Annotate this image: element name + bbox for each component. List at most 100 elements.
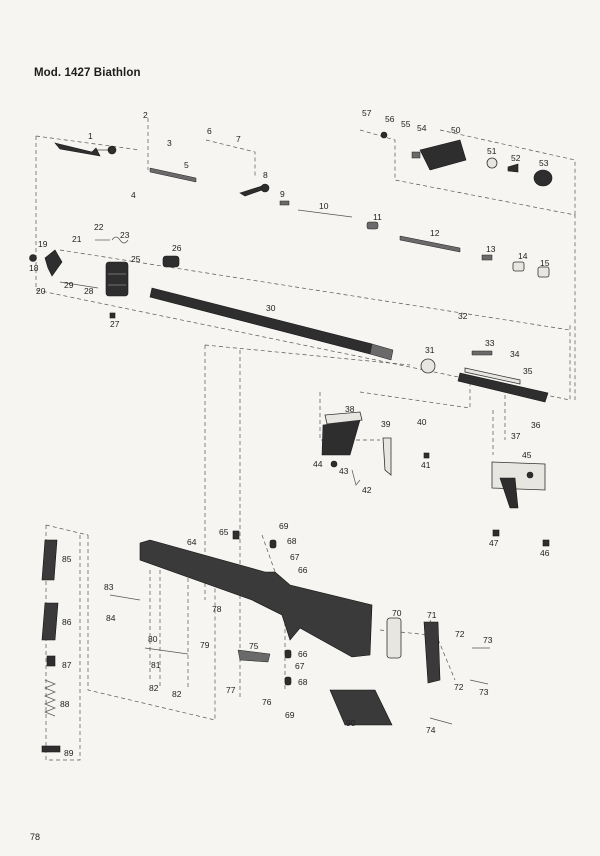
part-35-receiver [457, 367, 549, 403]
part-27-screw [109, 312, 116, 319]
callout-18: 18 [29, 263, 39, 273]
callout-31: 31 [425, 345, 435, 355]
callout-43: 43 [339, 466, 349, 476]
callout-64: 64 [187, 537, 197, 547]
part-9-pin [279, 200, 290, 206]
callout-72a: 72 [455, 629, 465, 639]
callout-85: 85 [62, 554, 72, 564]
callout-80: 80 [148, 634, 158, 644]
callout-82b: 82 [172, 689, 182, 699]
part-74-screw [429, 717, 453, 725]
callout-57: 57 [362, 108, 372, 118]
callout-29: 29 [64, 280, 74, 290]
part-39-trigger-blade [382, 437, 392, 476]
part-41-screw [423, 452, 430, 459]
callout-37: 37 [511, 431, 521, 441]
callout-40: 40 [417, 417, 427, 427]
callout-51: 51 [487, 146, 497, 156]
part-65-screw [232, 530, 240, 540]
part-80-rod [144, 647, 189, 655]
callout-12: 12 [430, 228, 440, 238]
callout-55: 55 [401, 119, 411, 129]
callout-83: 83 [104, 582, 114, 592]
callout-71: 71 [427, 610, 437, 620]
part-90-cheekpiece [329, 689, 393, 726]
callout-45: 45 [522, 450, 532, 460]
callout-70: 70 [392, 608, 402, 618]
callout-65: 65 [219, 527, 229, 537]
part-88-magazine-spring [44, 679, 56, 717]
callout-67b: 67 [295, 661, 305, 671]
callout-66b: 66 [298, 649, 308, 659]
callout-74: 74 [426, 725, 436, 735]
part-18-nut [29, 254, 37, 262]
part-52-knob [507, 163, 519, 173]
part-23-spring [111, 236, 129, 244]
callout-9: 9 [280, 189, 285, 199]
part-26-block [162, 255, 180, 268]
callout-2: 2 [143, 110, 148, 120]
callout-68b: 68 [298, 677, 308, 687]
part-87-follower [46, 655, 56, 667]
callout-27: 27 [110, 319, 120, 329]
part-38-trigger-housing [321, 411, 363, 456]
part-83-pin [109, 594, 141, 601]
callout-19: 19 [38, 239, 48, 249]
part-51-ring [486, 157, 498, 169]
part-68-bushing [269, 539, 277, 549]
callout-50: 50 [451, 125, 461, 135]
part-89-floorplate [41, 745, 61, 753]
part-15-cap [537, 266, 550, 278]
callout-13: 13 [486, 244, 496, 254]
callout-88: 88 [60, 699, 70, 709]
part-31-ring [420, 358, 436, 374]
callout-52: 52 [511, 153, 521, 163]
callout-68a: 68 [287, 536, 297, 546]
callout-39: 39 [381, 419, 391, 429]
callout-84: 84 [106, 613, 116, 623]
part-45-trigger-mechanism [491, 461, 546, 509]
part-56-screw [380, 131, 388, 139]
callout-75: 75 [249, 641, 259, 651]
callout-69a: 69 [279, 521, 289, 531]
part-64-stock [139, 539, 373, 658]
part-86-magazine [41, 602, 59, 641]
callout-41: 41 [421, 460, 431, 470]
part-75-trigger-guard [237, 649, 271, 663]
callout-26: 26 [172, 243, 182, 253]
callout-77: 77 [226, 685, 236, 695]
part-44-screw [330, 460, 338, 468]
part-68b-bushing [284, 676, 292, 686]
part-85-magazine [41, 539, 58, 581]
part-33-spring [471, 350, 493, 356]
callout-79: 79 [200, 640, 210, 650]
part-8-lever [239, 183, 270, 197]
page-title: Mod. 1427 Biathlon [34, 67, 141, 79]
assembly-guide-lines [35, 118, 576, 761]
callout-21: 21 [72, 234, 82, 244]
part-13-pin [481, 254, 493, 261]
part-70-spacer [386, 617, 402, 659]
callout-82a: 82 [149, 683, 159, 693]
callout-66a: 66 [298, 565, 308, 575]
part-11-bushing [366, 221, 379, 230]
callout-33: 33 [485, 338, 495, 348]
callout-25: 25 [131, 254, 141, 264]
part-50-rear-sight [411, 139, 467, 171]
callout-44: 44 [313, 459, 323, 469]
callout-28: 28 [84, 286, 94, 296]
callout-69b: 69 [285, 710, 295, 720]
part-19-spring-lever [44, 249, 63, 277]
callout-4: 4 [131, 190, 136, 200]
callout-1: 1 [88, 131, 93, 141]
part-53-eyepiece [533, 169, 553, 187]
page-number: 78 [30, 832, 41, 842]
callout-81: 81 [151, 660, 161, 670]
callout-23: 23 [120, 230, 130, 240]
callout-7: 7 [236, 134, 241, 144]
part-46-screw [542, 539, 550, 547]
callout-89: 89 [64, 748, 74, 758]
callout-22: 22 [94, 222, 104, 232]
